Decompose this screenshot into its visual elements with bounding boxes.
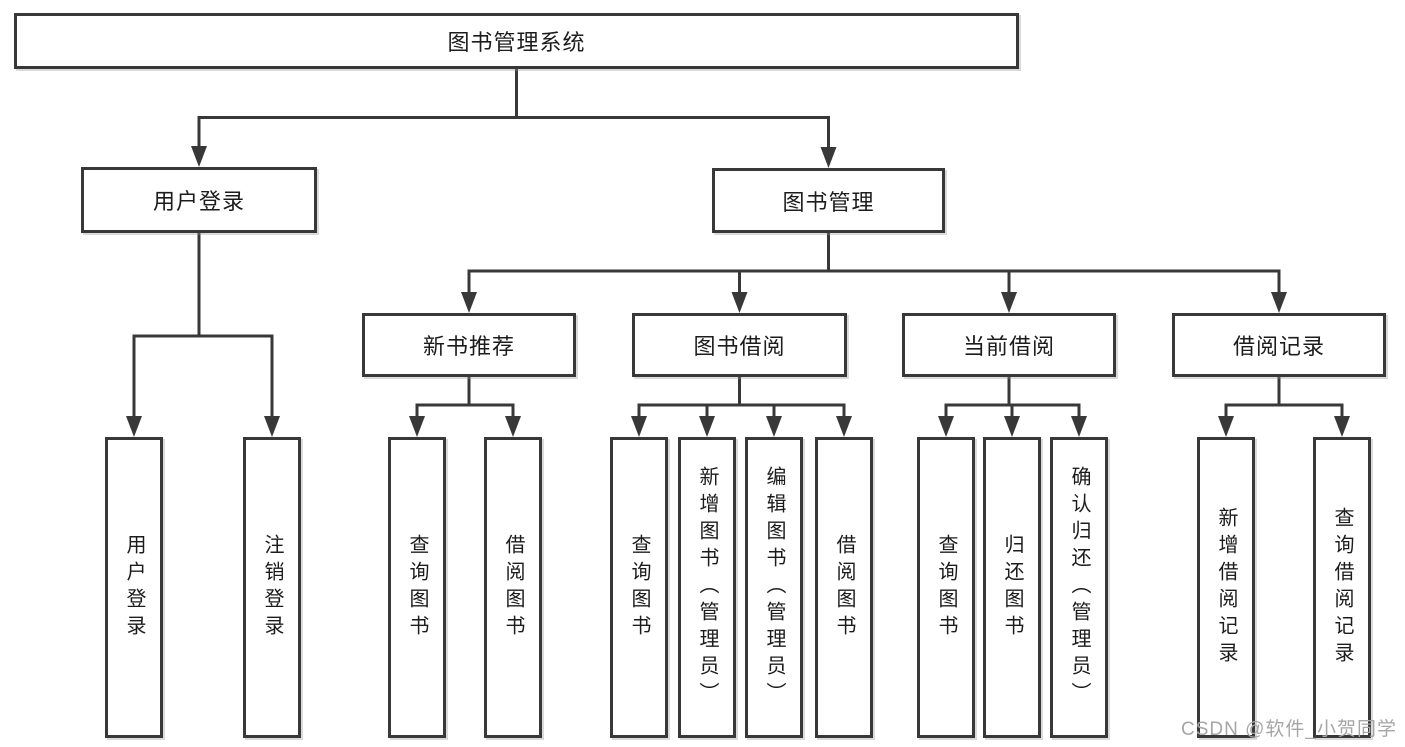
leaf-current-query-books-label: 查询图书	[935, 533, 957, 642]
node-book-borrow-label: 图书借阅	[693, 334, 786, 359]
leaf-records-query-record: 查询借阅记录	[1313, 437, 1371, 738]
node-new-book-recommend-label: 新书推荐	[422, 334, 515, 359]
node-new-book-recommend: 新书推荐	[362, 313, 576, 377]
leaf-recommend-query-books-label: 查询图书	[406, 533, 428, 642]
leaf-user-login: 用户登录	[105, 437, 163, 738]
leaf-logout: 注销登录	[243, 437, 301, 738]
leaf-current-confirm-return-label: 确认归还（管理员）	[1068, 466, 1090, 709]
leaf-current-return-books: 归还图书	[983, 437, 1041, 738]
node-user-login: 用户登录	[81, 167, 317, 233]
leaf-recommend-query-books: 查询图书	[388, 437, 446, 738]
watermark: CSDN @软件_小贺同学	[1181, 719, 1397, 740]
leaf-borrow-borrow-books-label: 借阅图书	[833, 533, 855, 642]
leaf-records-add-record-label: 新增借阅记录	[1215, 506, 1237, 669]
node-book-borrow: 图书借阅	[632, 313, 847, 377]
node-root-label: 图书管理系统	[447, 30, 586, 55]
leaf-borrow-borrow-books: 借阅图书	[815, 437, 873, 738]
node-user-login-label: 用户登录	[152, 189, 245, 214]
leaf-borrow-edit-books: 编辑图书（管理员）	[745, 437, 803, 738]
leaf-borrow-query-books-label: 查询图书	[628, 533, 650, 642]
leaf-logout-label: 注销登录	[261, 533, 283, 642]
leaf-borrow-add-books-label: 新增图书（管理员）	[696, 466, 718, 709]
leaf-borrow-query-books: 查询图书	[610, 437, 668, 738]
node-current-borrow-label: 当前借阅	[962, 334, 1055, 359]
arrowhead-icons	[126, 146, 1350, 437]
leaf-borrow-edit-books-label: 编辑图书（管理员）	[763, 466, 785, 709]
node-current-borrow: 当前借阅	[902, 313, 1116, 377]
leaf-user-login-label: 用户登录	[123, 533, 145, 642]
leaf-records-add-record: 新增借阅记录	[1197, 437, 1255, 738]
leaf-current-query-books: 查询图书	[917, 437, 975, 738]
leaf-current-confirm-return: 确认归还（管理员）	[1050, 437, 1108, 738]
node-borrow-records-label: 借阅记录	[1232, 334, 1325, 359]
leaf-recommend-borrow-books-label: 借阅图书	[502, 533, 524, 642]
leaf-recommend-borrow-books: 借阅图书	[484, 437, 542, 738]
leaf-borrow-add-books: 新增图书（管理员）	[678, 437, 736, 738]
node-book-management-label: 图书管理	[782, 189, 875, 215]
leaf-records-query-record-label: 查询借阅记录	[1331, 506, 1353, 669]
node-root: 图书管理系统	[14, 13, 1019, 69]
leaf-current-return-books-label: 归还图书	[1001, 533, 1023, 642]
node-book-management: 图书管理	[712, 168, 945, 233]
node-borrow-records: 借阅记录	[1172, 313, 1386, 377]
